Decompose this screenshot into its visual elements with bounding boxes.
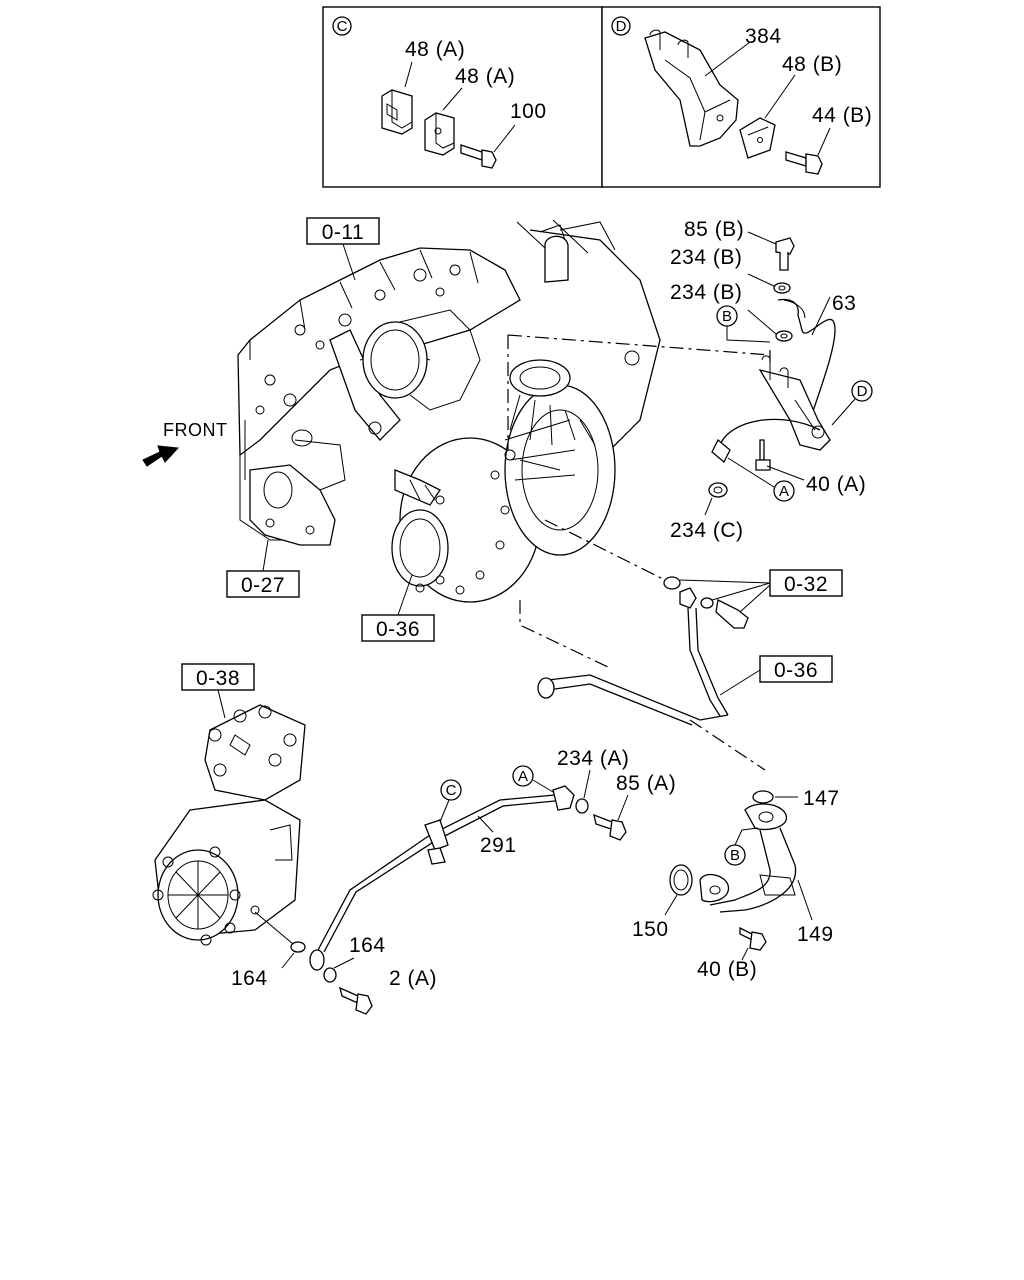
- leader-drain-pipe: [519, 600, 611, 669]
- compressor-outlet-pipe: [362, 309, 481, 411]
- engine-block: [237, 247, 521, 541]
- label-291: 291: [480, 834, 517, 857]
- label-164-2: 164: [349, 934, 386, 957]
- svg-text:0-32: 0-32: [784, 573, 828, 596]
- callout-a-2: A: [512, 765, 554, 793]
- leader-drain-lower: [689, 719, 766, 771]
- detail-c-label-48a-1: 48 (A): [405, 38, 465, 61]
- detail-d-label-48b: 48 (B): [782, 53, 842, 76]
- callout-b-2: B: [724, 827, 759, 866]
- detail-d-letter: D: [616, 18, 627, 35]
- detail-c-letter: C: [337, 18, 348, 35]
- front-arrow-icon: [142, 445, 180, 467]
- turbocharger: [391, 359, 616, 603]
- detail-box-c: C 48 (A) 48 (A) 100: [322, 6, 603, 188]
- ref-box-0-36-pipe: [759, 655, 833, 683]
- detail-d-label-384: 384: [745, 25, 782, 48]
- air-compressor: 0-38: [152, 663, 306, 946]
- drain-pipe-149-assembly: 147 150 149 40 (B): [632, 787, 840, 981]
- leader-oil-feed: [507, 334, 771, 356]
- detail-c-label-100: 100: [510, 100, 547, 123]
- front-label: FRONT: [163, 420, 228, 440]
- leader-drain: [544, 519, 666, 581]
- front-direction-indicator: FRONT: [142, 420, 228, 467]
- label-85b: 85 (B): [684, 218, 744, 241]
- label-234c: 234 (C): [670, 519, 744, 542]
- label-234b-1: 234 (B): [670, 246, 742, 269]
- detail-box-d: D 384 48 (B) 44 (B): [601, 6, 881, 188]
- svg-text:0-36: 0-36: [376, 618, 420, 641]
- svg-text:0-27: 0-27: [241, 574, 285, 597]
- label-234b-2: 234 (B): [670, 281, 742, 304]
- ref-box-0-36-turbo: 0-36: [361, 574, 435, 642]
- callout-b-1: B: [716, 305, 771, 362]
- label-147: 147: [803, 787, 840, 810]
- bracket-384: [644, 29, 751, 147]
- svg-text:0-36: 0-36: [774, 659, 818, 682]
- svg-text:A: A: [779, 483, 789, 500]
- label-149: 149: [797, 923, 834, 946]
- bolt-44b: [785, 127, 831, 175]
- label-164-1: 164: [231, 967, 268, 990]
- label-40a: 40 (A): [806, 473, 866, 496]
- ref-box-0-11: 0-11: [306, 217, 380, 281]
- svg-text:0-38: 0-38: [196, 667, 240, 690]
- svg-text:D: D: [857, 383, 868, 400]
- label-40b: 40 (B): [697, 958, 757, 981]
- oil-pipe-291-assembly: 234 (A) 85 (A) 291 164 164 2 (A): [231, 747, 676, 1015]
- ref-box-0-32: [769, 569, 843, 597]
- svg-text:B: B: [722, 308, 732, 325]
- label-150: 150: [632, 918, 669, 941]
- label-85a: 85 (A): [616, 772, 676, 795]
- label-2a: 2 (A): [389, 967, 437, 990]
- clip-48b: [739, 74, 796, 159]
- detail-c-label-48a-2: 48 (A): [455, 65, 515, 88]
- callout-d-1: D: [831, 380, 873, 426]
- clip-48a-front: [381, 61, 413, 135]
- label-63: 63: [832, 292, 856, 315]
- label-234a: 234 (A): [557, 747, 629, 770]
- svg-text:0-11: 0-11: [322, 221, 364, 244]
- svg-text:C: C: [446, 782, 457, 799]
- ref-box-0-27: 0-27: [226, 539, 300, 598]
- oil-pipe-63-assembly: 85 (B) 234 (B) 234 (B) 63 40 (A) 234 (C): [670, 218, 866, 542]
- svg-text:B: B: [730, 847, 740, 864]
- clip-48a-back: [424, 87, 463, 156]
- drain-pipe-assembly: 0-32 0-36: [537, 569, 843, 726]
- callout-c-1: C: [439, 779, 462, 823]
- detail-d-label-44b: 44 (B): [812, 104, 872, 127]
- svg-text:A: A: [518, 768, 528, 785]
- engine-mount-bracket: [249, 429, 346, 546]
- callout-a-1: A: [773, 480, 795, 502]
- bolt-100: [460, 124, 516, 169]
